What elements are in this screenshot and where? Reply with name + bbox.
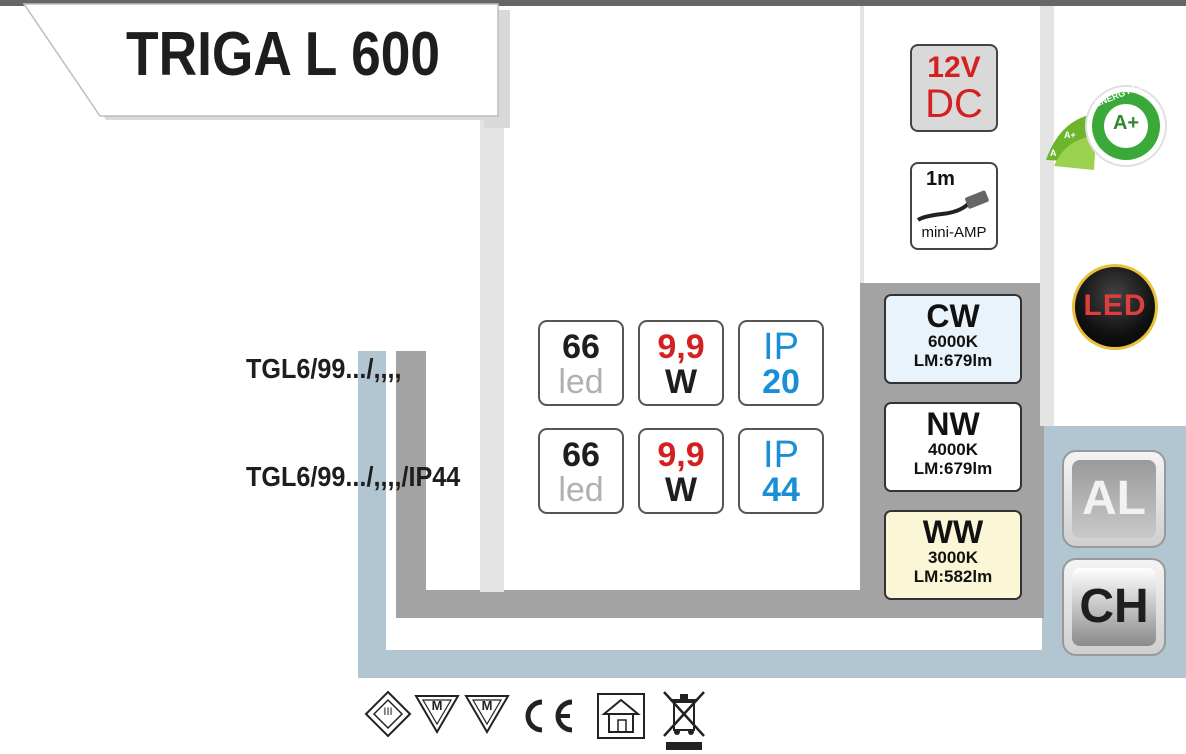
power-unit: W: [664, 471, 698, 509]
temp-lumen: LM:679lm: [913, 459, 993, 478]
voltage-type: DC: [925, 82, 983, 126]
led-count: 66: [562, 436, 600, 474]
energy-sub-aplus: A+: [1064, 130, 1076, 140]
m-mark-label: M: [431, 698, 443, 713]
power-value: 9,9: [657, 436, 705, 474]
led-badge: LED: [1072, 264, 1158, 350]
frame-light-left: [480, 120, 504, 592]
variant-code-1: TGL6/99.../,,,,: [246, 353, 402, 384]
class-iii-icon: [364, 690, 412, 738]
led-badge-label: LED: [1083, 289, 1147, 322]
power-box: 9,9 W: [638, 428, 724, 514]
led-word: led: [558, 363, 604, 401]
temp-kelvin: 3000K: [927, 548, 979, 567]
power-unit: W: [664, 363, 698, 401]
temp-name: CW: [926, 298, 980, 334]
page-title: TRIGA L 600: [126, 20, 441, 89]
frame-light-right: [1040, 6, 1054, 426]
temp-name: WW: [922, 514, 984, 550]
temp-box-ww: WW 3000K LM:582lm: [884, 510, 1022, 600]
connector-icon: [916, 190, 989, 222]
ip-box: IP 44: [738, 428, 824, 514]
connector-label: mini-AMP: [921, 224, 987, 241]
temp-name: NW: [926, 406, 980, 442]
power-value: 9,9: [657, 328, 705, 366]
variant-code-2: TGL6/99.../,,,,/IP44: [246, 461, 461, 492]
temp-lumen: LM:582lm: [913, 567, 993, 586]
title-banner: [22, 3, 510, 128]
finish-ch-label: CH: [1079, 580, 1149, 633]
led-count-box: 66 led: [538, 320, 624, 406]
power-box: 9,9 W: [638, 320, 724, 406]
led-count: 66: [562, 328, 600, 366]
cable-box: 1m mini-AMP: [910, 162, 998, 250]
weee-bin-icon: [663, 691, 705, 750]
m-mark-icon: [464, 695, 510, 734]
frame-light-mid: [860, 6, 864, 283]
frame-blue: [358, 351, 386, 678]
finish-al-label: AL: [1082, 472, 1146, 525]
top-border: [0, 0, 1186, 6]
temp-kelvin: 4000K: [927, 440, 979, 459]
led-count-box: 66 led: [538, 428, 624, 514]
temp-kelvin: 6000K: [927, 332, 979, 351]
ip-label: IP: [763, 434, 799, 476]
ip-label: IP: [763, 326, 799, 368]
m-mark-label: M: [481, 698, 493, 713]
m-mark-icon: [414, 695, 460, 734]
ip-box: IP 20: [738, 320, 824, 406]
energy-class-icon: [1046, 85, 1167, 170]
class-iii-label: III: [383, 706, 393, 718]
frame-gray-left: [396, 351, 426, 618]
energy-sub-a: A: [1050, 148, 1057, 158]
temp-box-cw: CW 6000K LM:679lm: [884, 294, 1022, 384]
voltage-value: 12V: [927, 51, 981, 84]
finish-ch-badge: CH: [1062, 558, 1166, 656]
ip-value: 20: [762, 363, 800, 401]
temp-lumen: LM:679lm: [913, 351, 993, 370]
energy-class-value: A+: [1112, 112, 1140, 134]
temp-box-nw: NW 4000K LM:679lm: [884, 402, 1022, 492]
ip-value: 44: [762, 471, 800, 509]
indoor-use-icon: [597, 693, 645, 739]
cable-length: 1m: [926, 168, 955, 190]
voltage-box: 12V DC: [910, 44, 998, 132]
ce-mark-icon: [525, 699, 573, 733]
led-word: led: [558, 471, 604, 509]
finish-al-badge: AL: [1062, 450, 1166, 548]
